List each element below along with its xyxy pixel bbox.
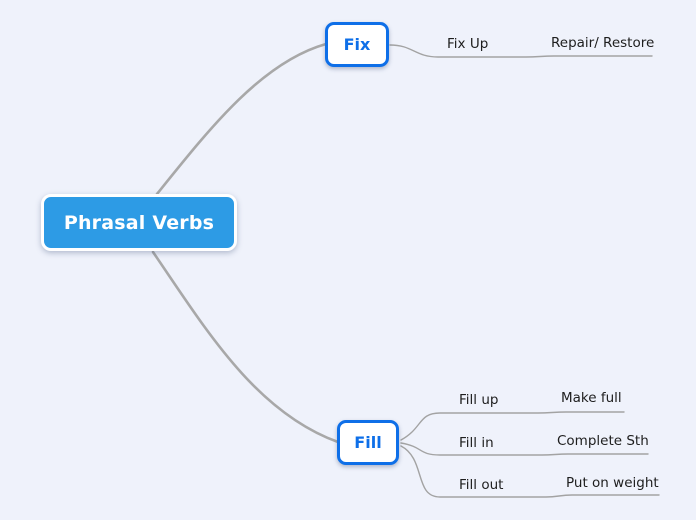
fix-to-fix-up-connector bbox=[389, 44, 653, 58]
fill-to-fill-in-connector bbox=[400, 442, 649, 456]
meaning-label-repair-restore[interactable]: Repair/ Restore bbox=[551, 35, 655, 51]
root-to-fix-curve bbox=[155, 42, 328, 196]
phrase-label-fix-up[interactable]: Fix Up bbox=[447, 36, 489, 52]
meaning-label-make-full[interactable]: Make full bbox=[561, 390, 622, 406]
phrase-label-fill-in[interactable]: Fill in bbox=[459, 435, 494, 451]
meaning-label-put-on-weight[interactable]: Put on weight bbox=[566, 475, 659, 491]
fill-to-fill-out-connector bbox=[400, 445, 660, 498]
root-node-phrasal-verbs[interactable]: Phrasal Verbs bbox=[41, 194, 237, 251]
root-to-fill-curve bbox=[151, 250, 340, 444]
branch-node-fill[interactable]: Fill bbox=[337, 420, 399, 465]
meaning-label-complete-sth[interactable]: Complete Sth bbox=[557, 433, 649, 449]
phrase-label-fill-out[interactable]: Fill out bbox=[459, 477, 504, 493]
phrase-label-fill-up[interactable]: Fill up bbox=[459, 392, 499, 408]
branch-node-fix[interactable]: Fix bbox=[325, 22, 389, 67]
fill-to-fill-up-connector bbox=[400, 411, 625, 441]
